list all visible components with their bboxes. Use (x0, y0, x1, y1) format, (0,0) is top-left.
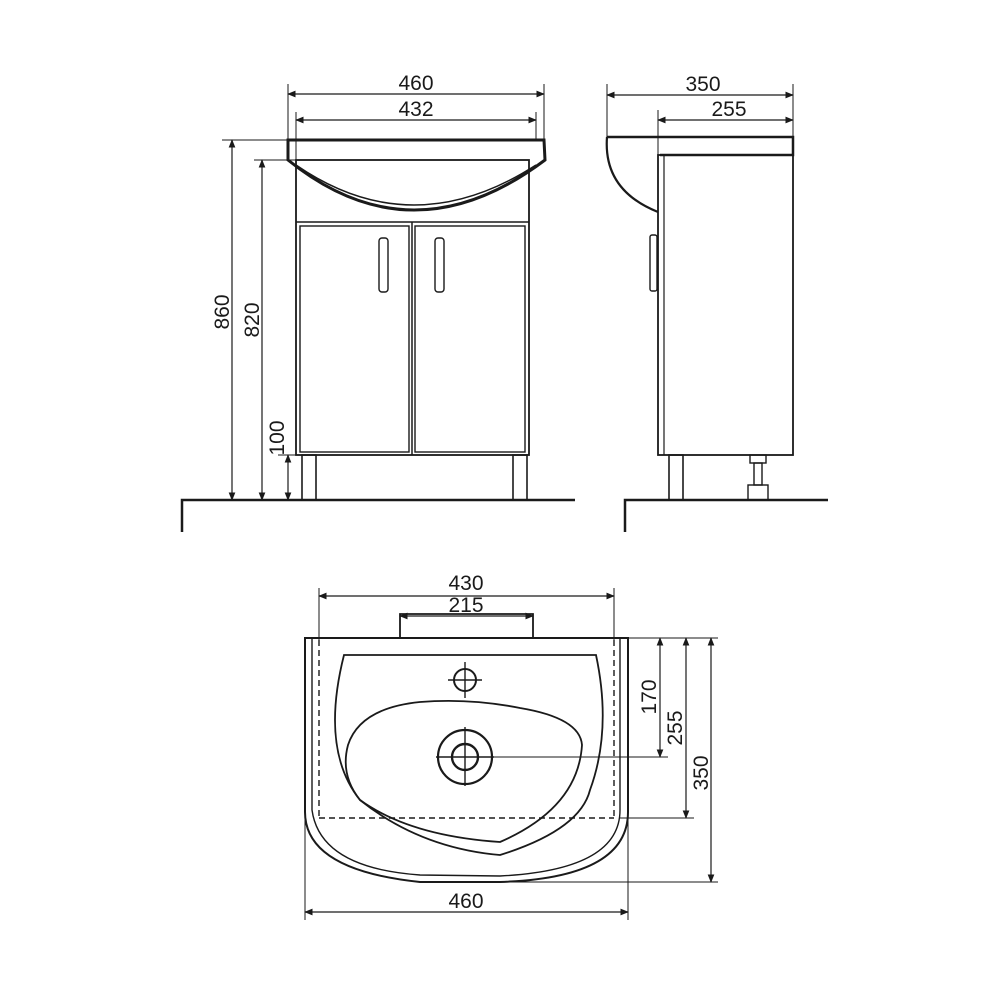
side-leg (668, 454, 684, 501)
floor-line (180, 498, 575, 532)
dim-side-cabinet-depth: 255 (711, 98, 746, 121)
drain-hole (436, 727, 494, 786)
basin-rim (311, 638, 621, 877)
side-view: 350 255 (605, 73, 828, 532)
left-door (299, 225, 410, 453)
adjustable-foot (747, 454, 769, 501)
right-door (414, 225, 526, 453)
side-cabinet (657, 154, 794, 456)
side-handle (649, 234, 658, 292)
dim-front-inner-width: 432 (398, 98, 433, 121)
dim-top-tap-offset: 170 (638, 679, 661, 714)
dim-front-overall-width: 460 (398, 72, 433, 95)
dim-top-overall-depth: 350 (690, 755, 713, 790)
basin-inner-curve (295, 164, 537, 206)
front-view: 460 432 860 820 100 (180, 72, 575, 532)
basin-front (286, 138, 547, 212)
side-basin-top (607, 135, 795, 157)
bowl-inner (344, 699, 583, 843)
dim-top-drain-offset: 255 (664, 710, 687, 745)
tap-deck (399, 613, 534, 638)
right-leg (512, 454, 528, 501)
side-floor-line (623, 498, 828, 532)
dim-tap-deck-width: 215 (448, 594, 483, 617)
right-handle (434, 237, 445, 293)
left-handle (378, 237, 389, 293)
dim-front-cabinet-height: 820 (241, 302, 264, 337)
dim-front-leg-height: 100 (266, 420, 289, 455)
side-basin-bowl (605, 136, 659, 214)
dim-bottom-width: 460 (448, 890, 483, 913)
dim-front-total-height: 860 (211, 294, 234, 329)
left-leg (301, 454, 317, 501)
bowl-top-edge (334, 654, 604, 856)
tap-hole (448, 662, 482, 698)
dim-top-width: 430 (448, 572, 483, 595)
dim-side-overall-depth: 350 (685, 73, 720, 96)
top-view: 170 255 350 430 215 460 (304, 572, 718, 920)
